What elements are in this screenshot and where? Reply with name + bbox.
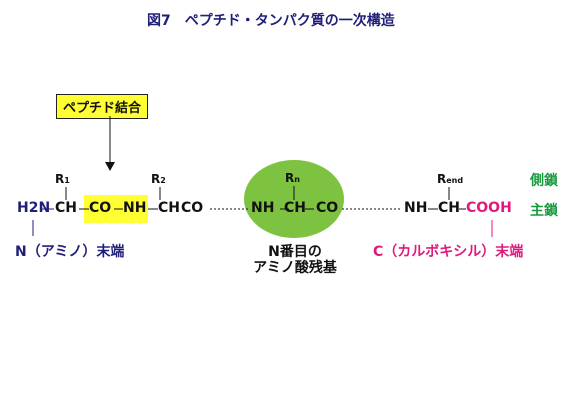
arrow-head <box>105 162 115 171</box>
page-title: 図7 ペプチド・タンパク質の一次構造 <box>147 13 395 29</box>
cooh-group: COOH <box>466 200 512 216</box>
side-chain-rend: Rend <box>437 172 464 186</box>
ch-group-end: CH <box>438 200 460 216</box>
nth-residue-label: N番目の アミノ酸残基 <box>253 244 337 276</box>
co-group-1: CO <box>89 200 112 216</box>
ch-group-2: CH <box>158 200 180 216</box>
peptide-bond-label: ペプチド結合 <box>56 94 149 119</box>
side-chain-label: 側鎖 <box>530 173 558 189</box>
nh-group-n: NH <box>251 200 275 216</box>
side-chain-r2: R2 <box>151 172 166 186</box>
main-chain-label: 主鎖 <box>530 203 558 219</box>
ch-group-n: CH <box>284 200 306 216</box>
side-chain-r1: R1 <box>55 172 70 186</box>
c-terminal-label: C（カルボキシル）末端 <box>373 244 524 260</box>
h2n-group: H2N <box>17 200 51 216</box>
co-group-2: CO <box>181 200 204 216</box>
side-chain-rn: Rn <box>285 171 300 185</box>
n-terminal-label: N（アミノ）末端 <box>15 244 125 260</box>
nh-group-1: NH <box>123 200 147 216</box>
co-group-n: CO <box>316 200 339 216</box>
ch-group-1: CH <box>55 200 77 216</box>
nh-group-end: NH <box>404 200 428 216</box>
